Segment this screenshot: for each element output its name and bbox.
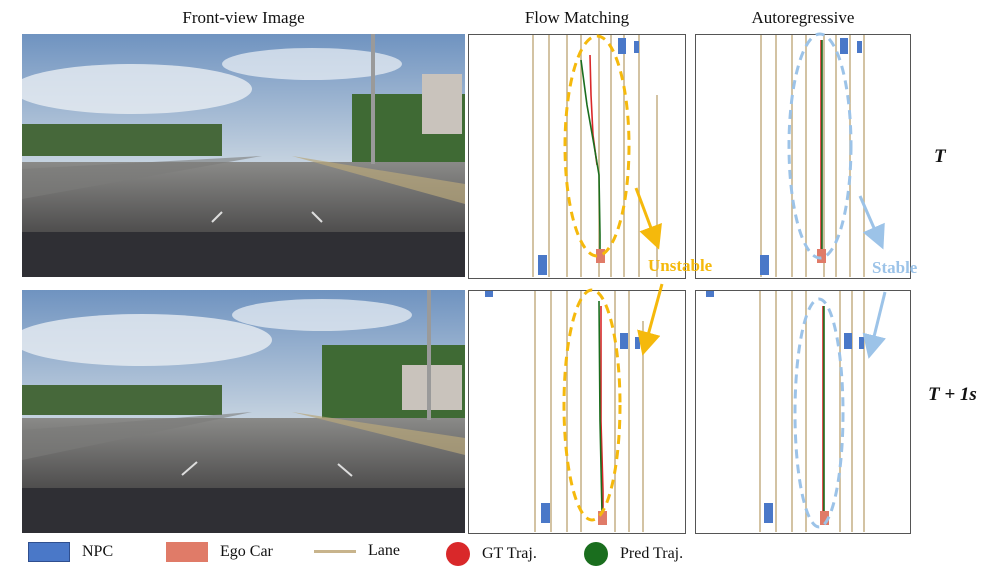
unstable-label: Unstable (648, 256, 713, 275)
row-label-t-plus-1s: T + 1s (928, 384, 977, 405)
legend-item-pred-traj: Pred Traj. (584, 542, 683, 566)
legend-label: Lane (368, 542, 400, 559)
npc-swatch (28, 542, 70, 562)
autoregressive-panel-t-plus-1s (695, 290, 911, 534)
flow-matching-panel-t (468, 34, 686, 279)
legend-item-gt-traj: GT Traj. (446, 542, 537, 566)
pred-traj-swatch (584, 542, 608, 566)
front-view-image-t-plus-1s (22, 290, 465, 533)
legend-item-ego-car: Ego Car (166, 542, 273, 562)
front-view-title: Front-view Image (182, 8, 305, 27)
legend-label: Pred Traj. (620, 545, 684, 562)
legend: NPC Ego Car Lane GT Traj. Pred Traj. (0, 540, 997, 568)
legend-label: Ego Car (220, 543, 273, 560)
ego-car-swatch (166, 542, 208, 562)
legend-item-lane: Lane (314, 542, 400, 560)
legend-label: NPC (82, 543, 114, 560)
stable-label: Stable (872, 258, 918, 277)
front-view-image-t (22, 34, 465, 277)
legend-item-npc: NPC (28, 542, 113, 562)
legend-label: GT Traj. (482, 545, 537, 562)
flow-matching-title: Flow Matching (524, 8, 630, 27)
lane-swatch (314, 549, 356, 553)
autoregressive-title: Autoregressive (751, 8, 855, 27)
gt-traj-swatch (446, 542, 470, 566)
flow-matching-panel-t-plus-1s (468, 290, 686, 534)
row-label-t: T (934, 146, 946, 167)
autoregressive-panel-t (695, 34, 911, 279)
